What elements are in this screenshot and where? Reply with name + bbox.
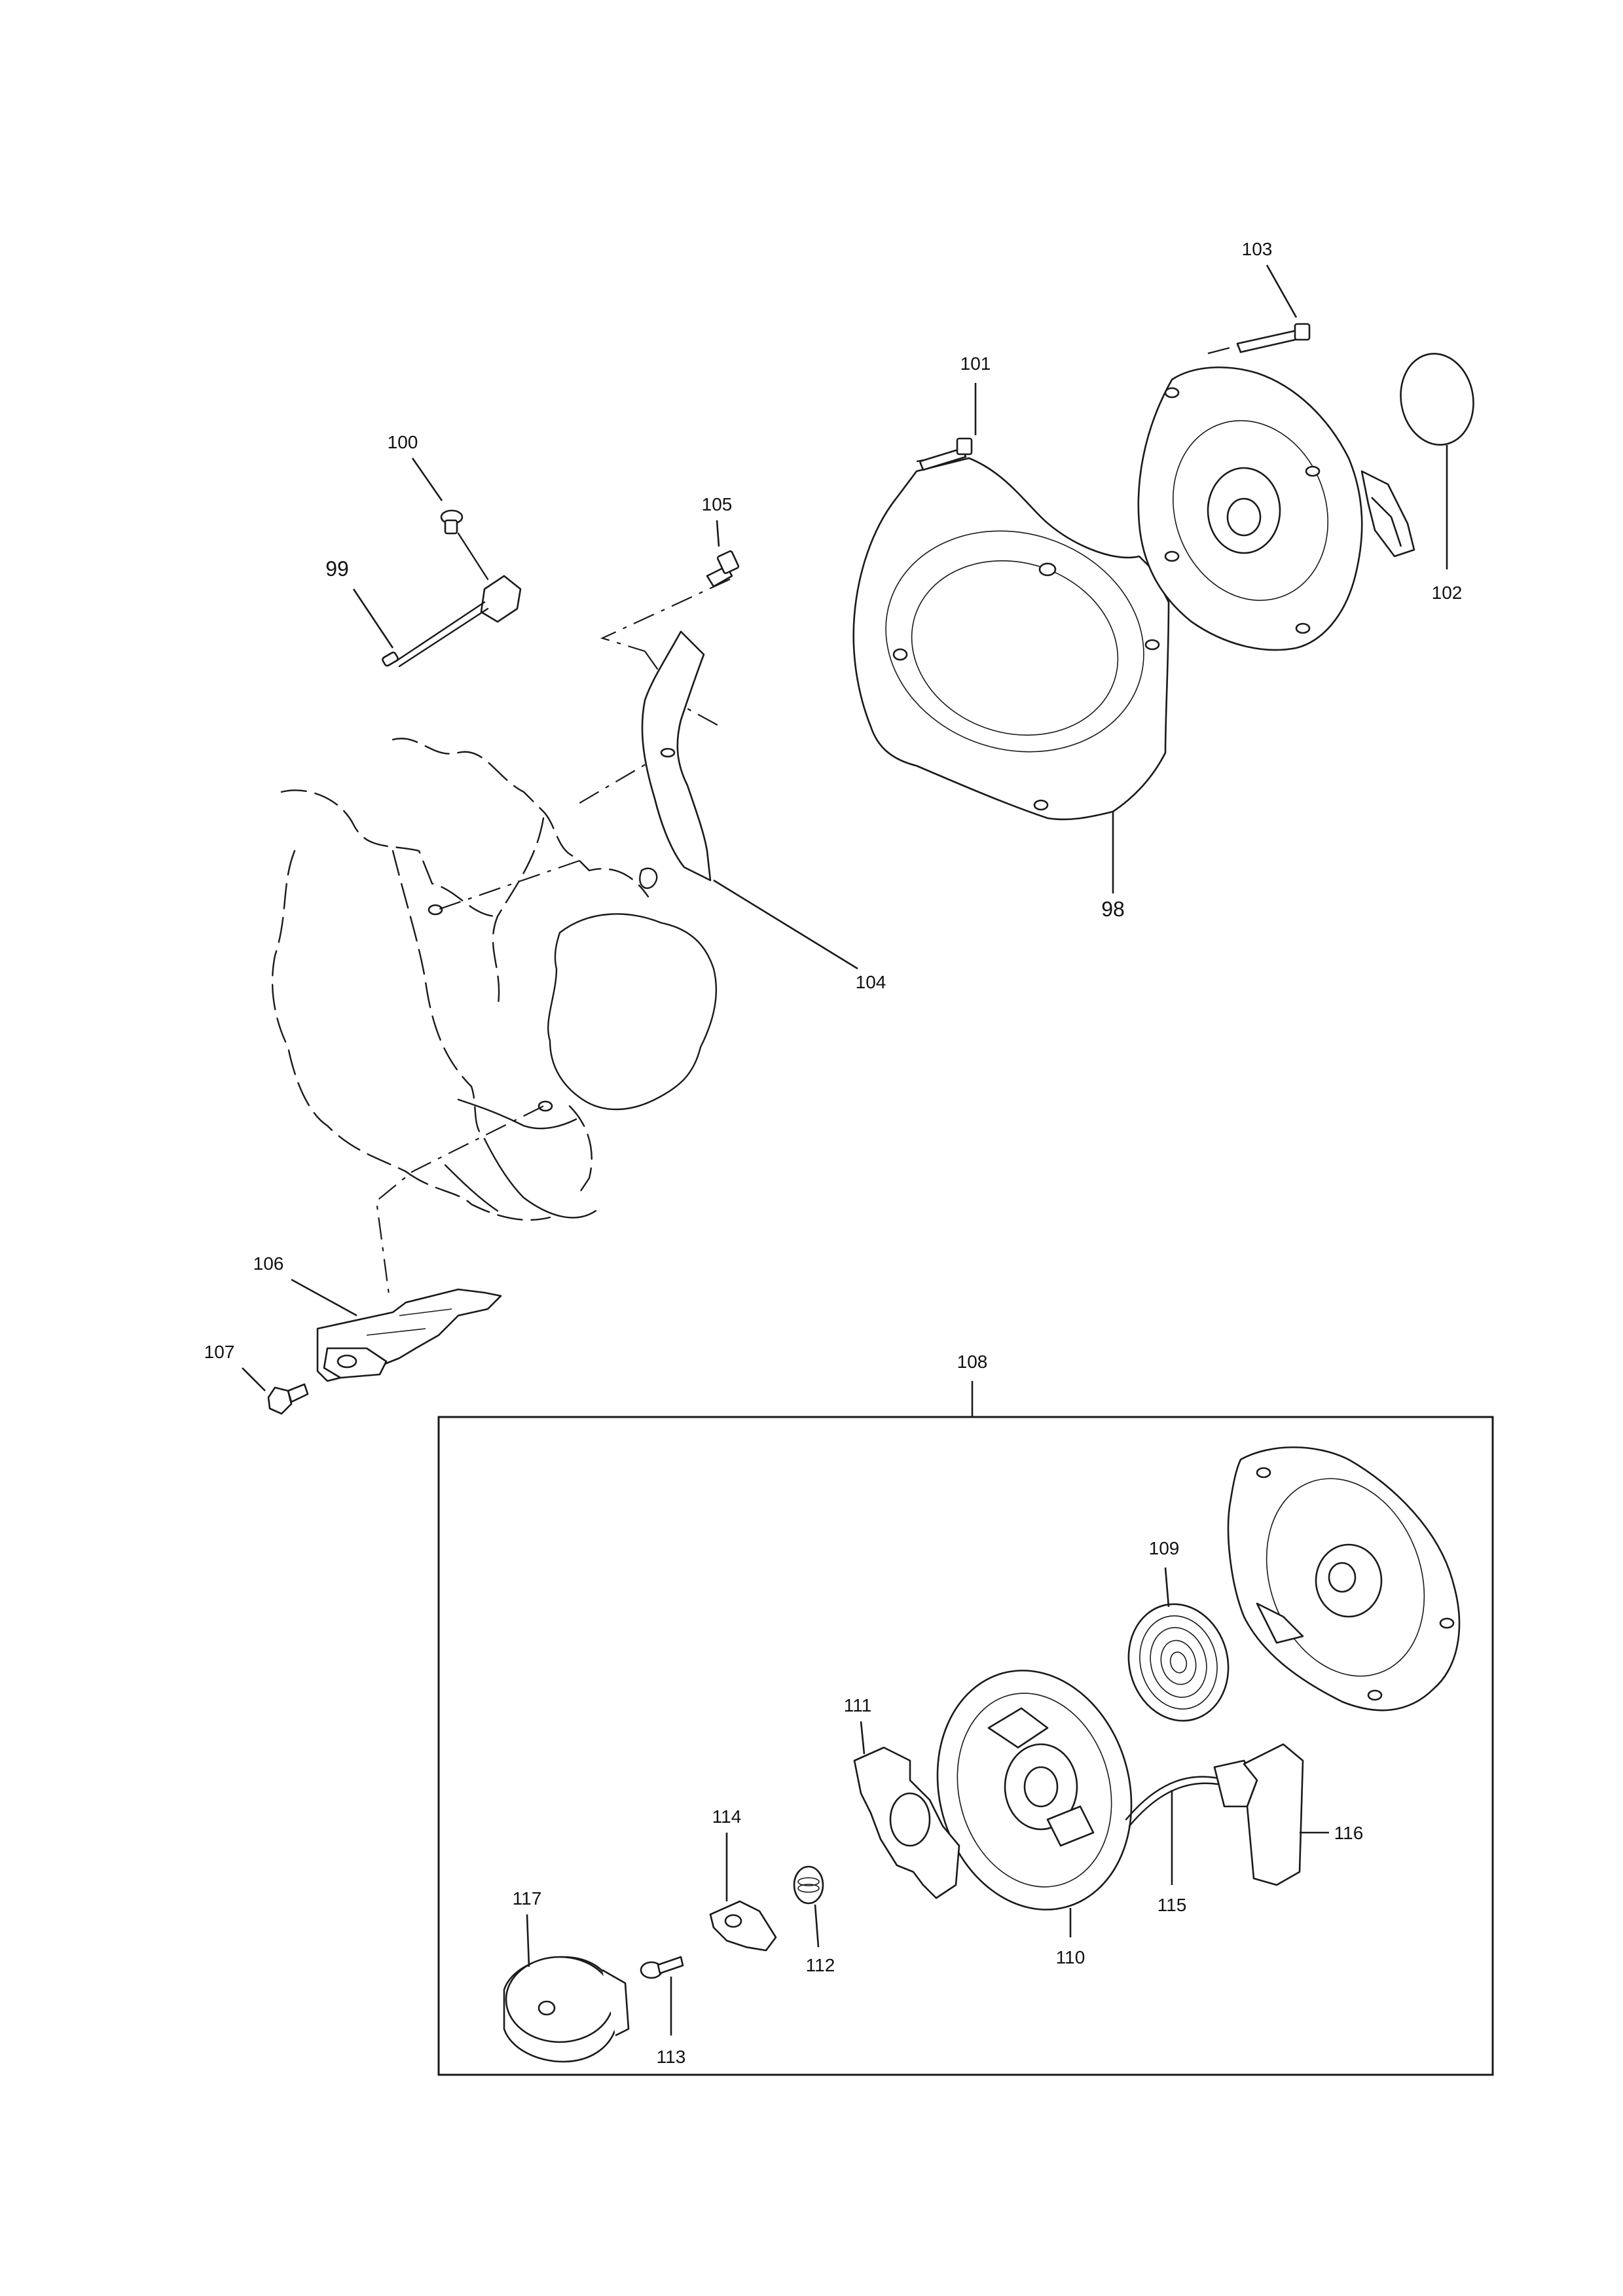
- callout-100: 100: [388, 432, 418, 452]
- callout-112: 112: [806, 1955, 835, 1975]
- callout-115: 115: [1158, 1895, 1187, 1915]
- part-114-friction-plate: [709, 1900, 777, 1952]
- callout-105: 105: [702, 494, 733, 514]
- part-112-spring: [793, 1865, 824, 1905]
- part-108-assembly-frame: [437, 1416, 1494, 2076]
- part-109-recoil-spring: [1127, 1603, 1230, 1722]
- part-117-pulley: [503, 1956, 630, 2063]
- leader-lines: [242, 264, 1448, 2036]
- part-100-screw: [440, 509, 464, 535]
- part-105-bolt: [706, 550, 740, 588]
- callout-114: 114: [712, 1806, 742, 1827]
- callout-labels: 98 99 100 101 102 103 104 105 106 107 10…: [204, 239, 1463, 2067]
- part-99-stop-switch-wire: [382, 532, 522, 668]
- callout-98: 98: [1101, 897, 1125, 921]
- part-recoil-starter-top: [1137, 367, 1415, 651]
- callout-102: 102: [1432, 583, 1463, 603]
- part-104-air-guide-plate: [641, 630, 712, 882]
- part-116-starter-handle: [1213, 1743, 1304, 1886]
- part-115-starter-rope: [1125, 1776, 1232, 1827]
- part-108-starter-case: [1227, 1446, 1461, 1712]
- callout-101: 101: [960, 353, 991, 374]
- callout-109: 109: [1149, 1538, 1180, 1558]
- callout-104: 104: [856, 972, 886, 992]
- callout-111: 111: [844, 1695, 872, 1715]
- part-101-bolt: [919, 437, 973, 471]
- callout-117: 117: [513, 1888, 542, 1909]
- callout-103: 103: [1242, 239, 1273, 259]
- part-106-bracket: [316, 1288, 502, 1382]
- part-111-ratchet: [853, 1746, 960, 1899]
- part-113-screw: [640, 1956, 684, 1979]
- part-103-bolt: [1236, 323, 1311, 353]
- part-107-bolt: [267, 1383, 309, 1415]
- part-102-cap: [1400, 353, 1474, 446]
- callout-106: 106: [253, 1253, 284, 1274]
- part-110-reel: [936, 1670, 1133, 1910]
- callout-113: 113: [657, 2047, 686, 2067]
- callout-99: 99: [325, 557, 349, 581]
- callout-116: 116: [1334, 1823, 1364, 1843]
- engine-phantom-outline: [271, 738, 718, 1221]
- callout-107: 107: [204, 1342, 235, 1362]
- callout-110: 110: [1056, 1947, 1085, 1967]
- callout-108: 108: [957, 1352, 988, 1372]
- part-98-fan-housing: [852, 457, 1170, 821]
